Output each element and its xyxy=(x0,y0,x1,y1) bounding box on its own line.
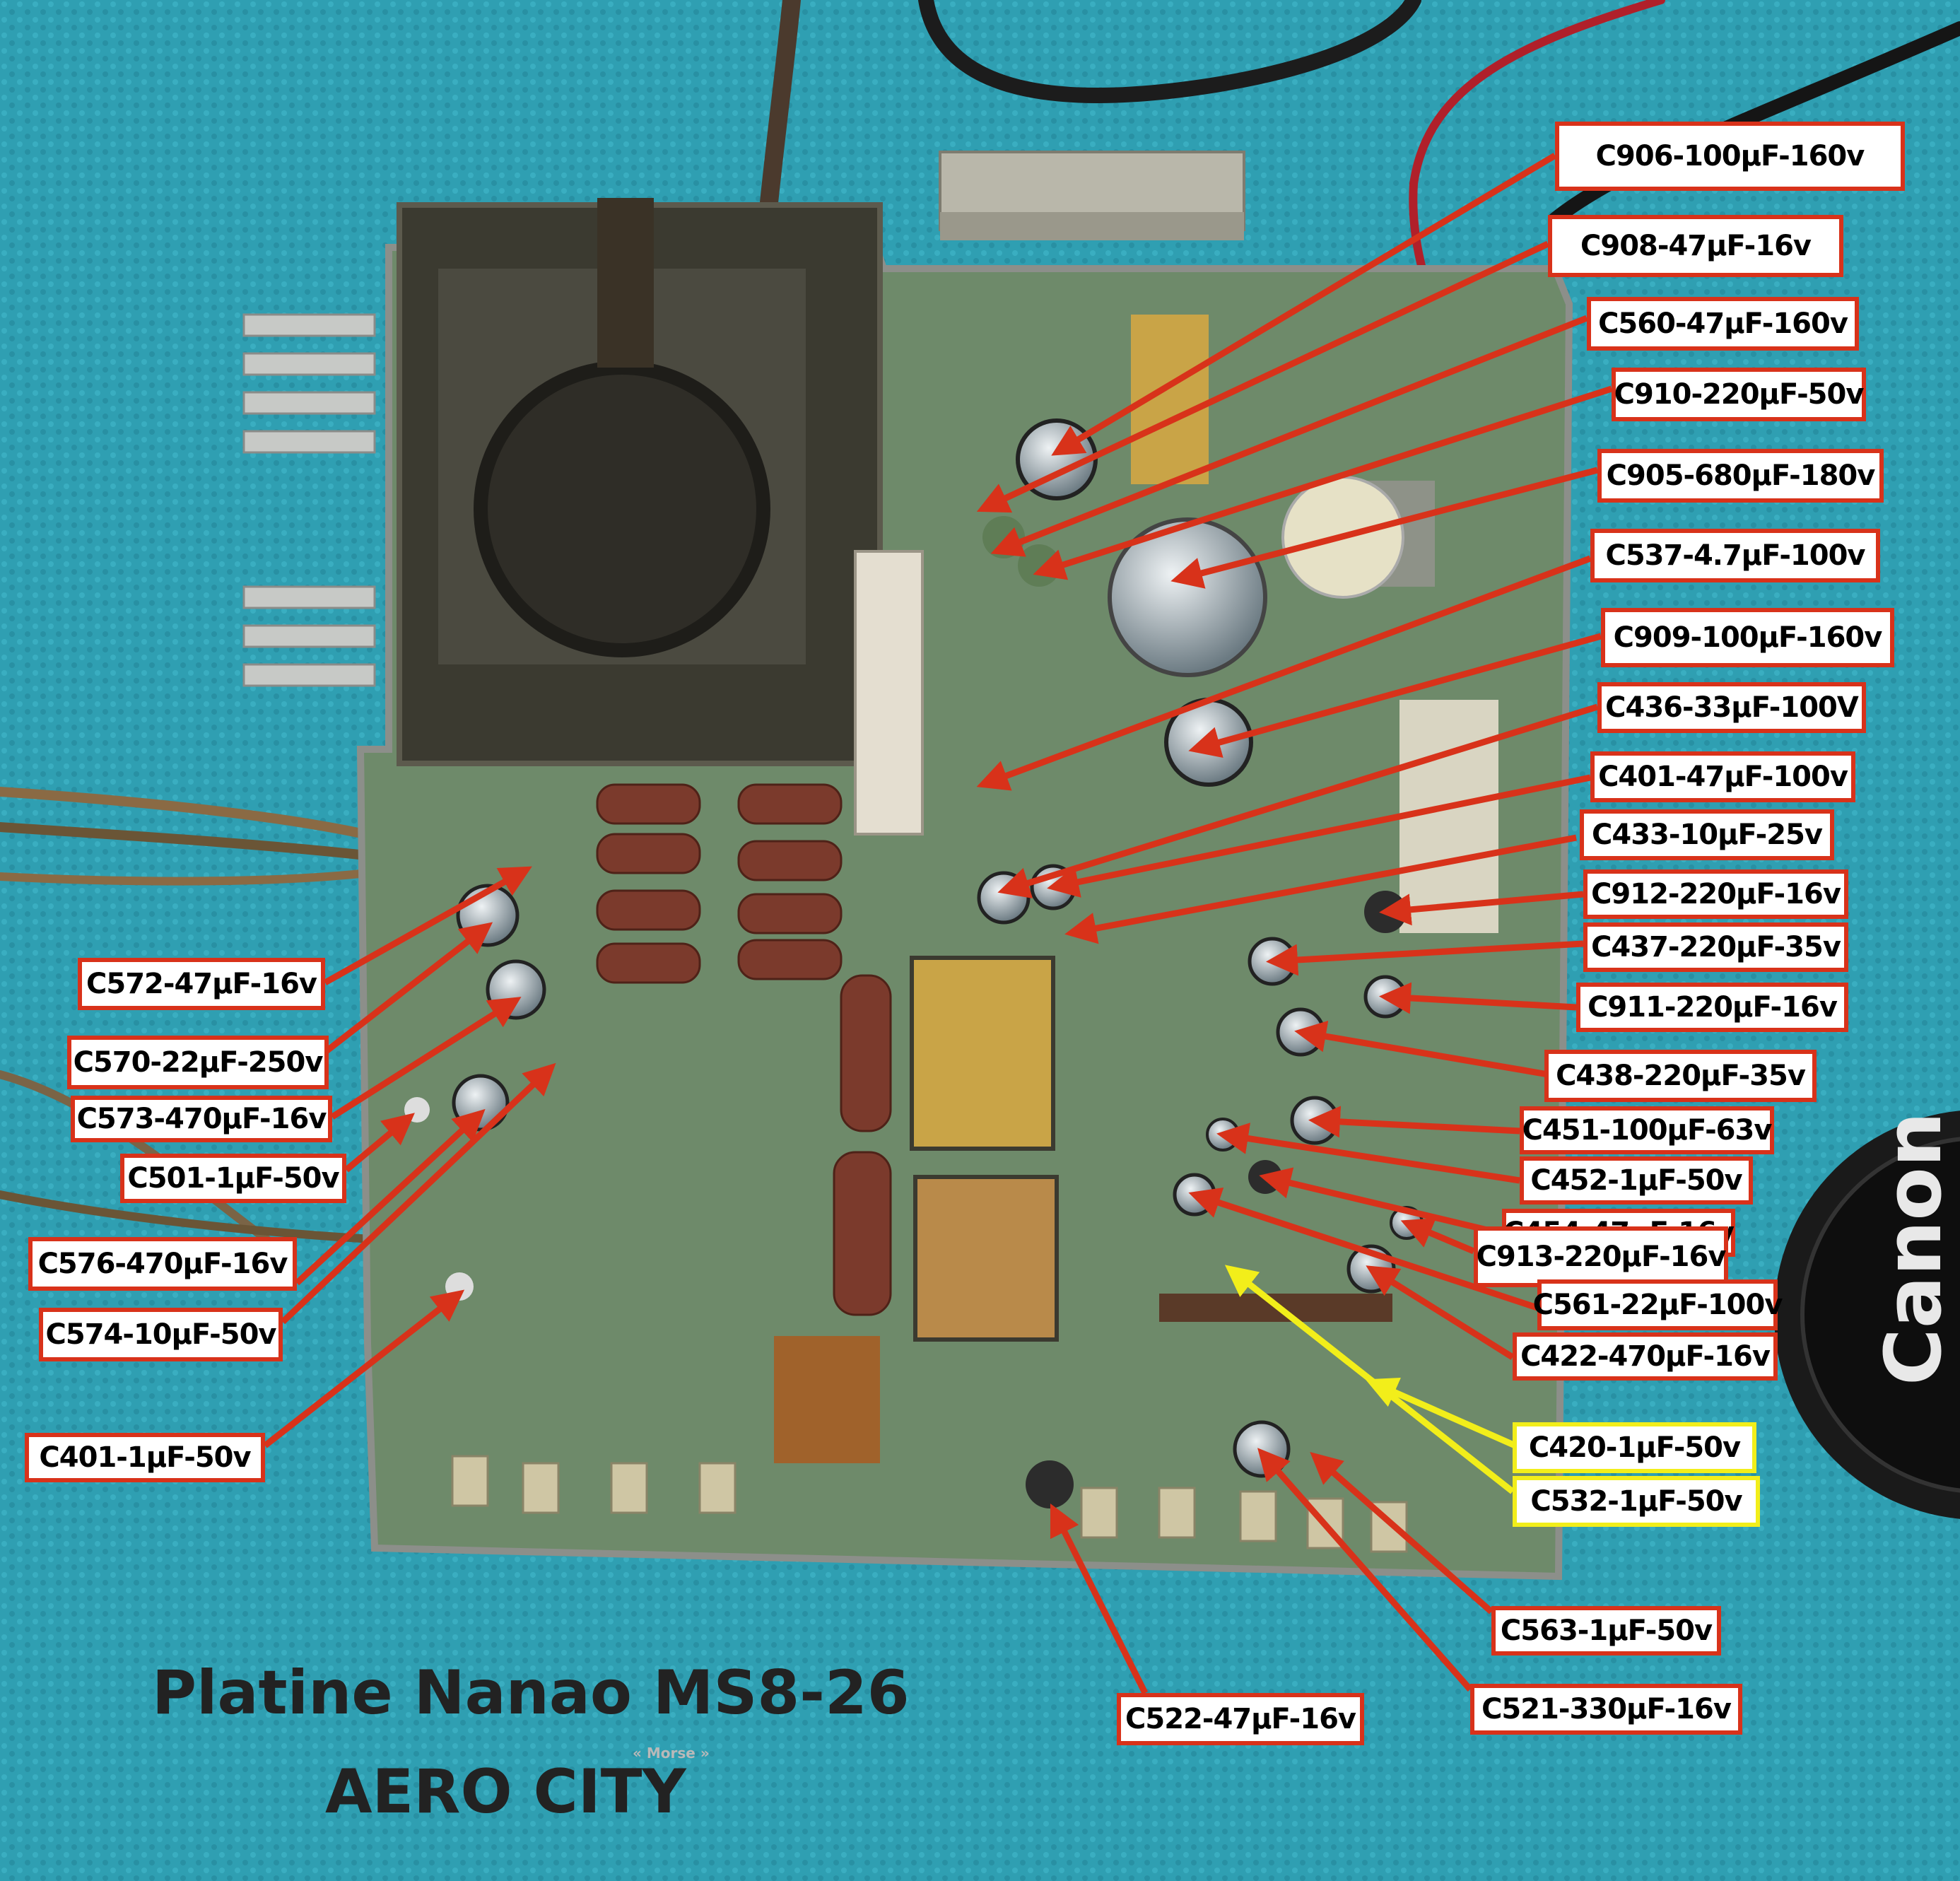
label-c913: C913-220µF-16v xyxy=(1474,1226,1728,1287)
lens-cap-brand: Canon xyxy=(1868,1112,1959,1385)
author-watermark: « Morse » xyxy=(633,1745,710,1762)
label-c437: C437-220µF-35v xyxy=(1583,922,1848,972)
label-c522: C522-47µF-16v xyxy=(1117,1693,1364,1745)
pcb xyxy=(356,198,1573,1581)
lens-cap: Canon xyxy=(1774,1111,1960,1519)
label-c420: C420-1µF-50v xyxy=(1513,1422,1756,1473)
label-c422: C422-470µF-16v xyxy=(1513,1332,1778,1381)
label-c438: C438-220µF-35v xyxy=(1544,1050,1817,1102)
label-c912: C912-220µF-16v xyxy=(1583,869,1848,919)
label-c401b: C401-1µF-50v xyxy=(25,1433,265,1482)
yellow-arrows xyxy=(1224,1265,1525,1494)
label-c452: C452-1µF-50v xyxy=(1520,1156,1753,1205)
label-c572: C572-47µF-16v xyxy=(78,958,325,1010)
label-c521: C521-330µF-16v xyxy=(1470,1684,1742,1735)
label-c537: C537-4.7µF-100v xyxy=(1590,529,1880,582)
label-c561: C561-22µF-100v xyxy=(1533,1279,1783,1330)
label-c910: C910-220µF-50v xyxy=(1612,368,1866,421)
label-c573: C573-470µF-16v xyxy=(71,1096,332,1142)
label-c908: C908-47µF-16v xyxy=(1548,215,1843,277)
label-c570: C570-22µF-250v xyxy=(67,1036,329,1089)
label-c576: C576-470µF-16v xyxy=(28,1237,297,1291)
label-c436: C436-33µF-100V xyxy=(1597,682,1866,733)
label-c906: C906-100µF-160v xyxy=(1555,122,1905,191)
label-c574: C574-10µF-50v xyxy=(39,1308,283,1361)
game-title: AERO CITY xyxy=(325,1757,686,1827)
label-c563: C563-1µF-50v xyxy=(1491,1606,1721,1656)
label-c911: C911-220µF-16v xyxy=(1576,983,1848,1032)
label-c532: C532-1µF-50v xyxy=(1513,1476,1760,1527)
red-arrows xyxy=(263,153,1613,1695)
label-c909: C909-100µF-160v xyxy=(1601,608,1894,667)
heatsink-fins xyxy=(242,313,376,687)
label-c451: C451-100µF-63v xyxy=(1520,1106,1774,1154)
top-bracket xyxy=(939,151,1245,240)
label-c501: C501-1µF-50v xyxy=(120,1154,346,1203)
label-c560: C560-47µF-160v xyxy=(1587,297,1859,351)
label-c433: C433-10µF-25v xyxy=(1580,809,1834,860)
label-c401a: C401-47µF-100v xyxy=(1590,751,1855,802)
label-c905: C905-680µF-180v xyxy=(1597,449,1884,503)
board-title: Platine Nanao MS8-26 xyxy=(152,1658,910,1728)
